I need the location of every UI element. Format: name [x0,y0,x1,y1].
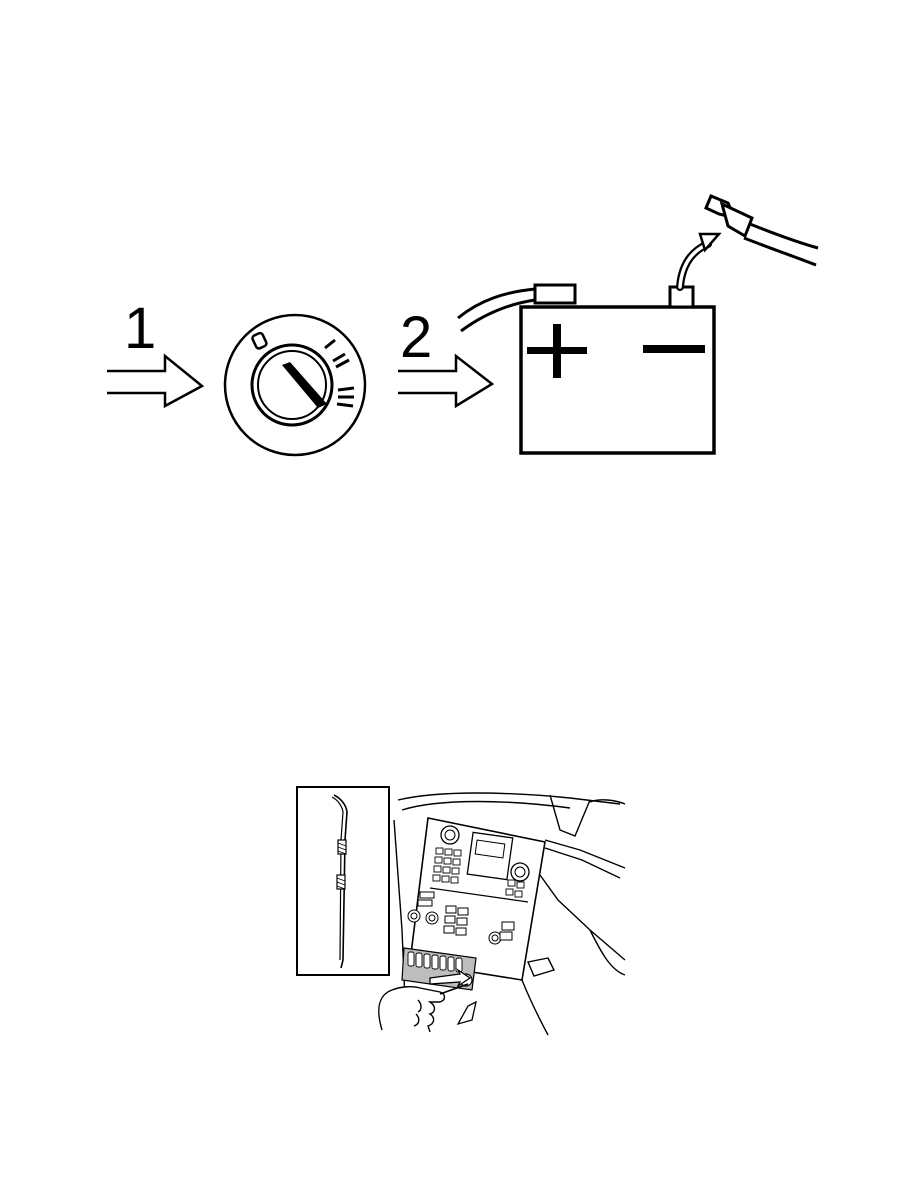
hand-icon [378,983,469,1033]
step-1-arrow [107,353,205,409]
plus-sign-icon [527,324,587,378]
center-console-figure [290,780,640,1040]
keypad [432,847,525,898]
key-slot-icon [282,362,327,408]
battery-icon [457,283,716,455]
left-knob-icon [440,825,460,845]
ignition-switch-icon [223,313,367,457]
step-2-arrow [398,353,495,409]
center-console-illustration [296,786,626,1036]
position-0-marker [251,331,268,350]
climate-panel [407,891,515,945]
negative-cable-clamp [704,194,819,267]
tool-inset [296,786,390,976]
positive-cable [457,287,536,320]
switch-row [407,951,463,973]
position-3-marker [336,386,355,408]
minus-sign-icon [643,345,705,353]
battery-disconnect-illustration: 1 2 [107,194,819,457]
trim-clip-icon [456,1000,477,1026]
center-console [401,817,546,991]
right-knob-icon [510,862,530,882]
pry-direction-arrow [429,968,472,988]
position-2-marker [332,352,350,369]
pick-tool-icon [331,794,348,969]
battery-disconnect-figure: 1 2 [0,0,918,520]
positive-terminal [533,283,577,305]
step-2-number: 2 [400,305,432,370]
step-1-number: 1 [124,296,156,361]
position-1-marker [324,338,336,350]
